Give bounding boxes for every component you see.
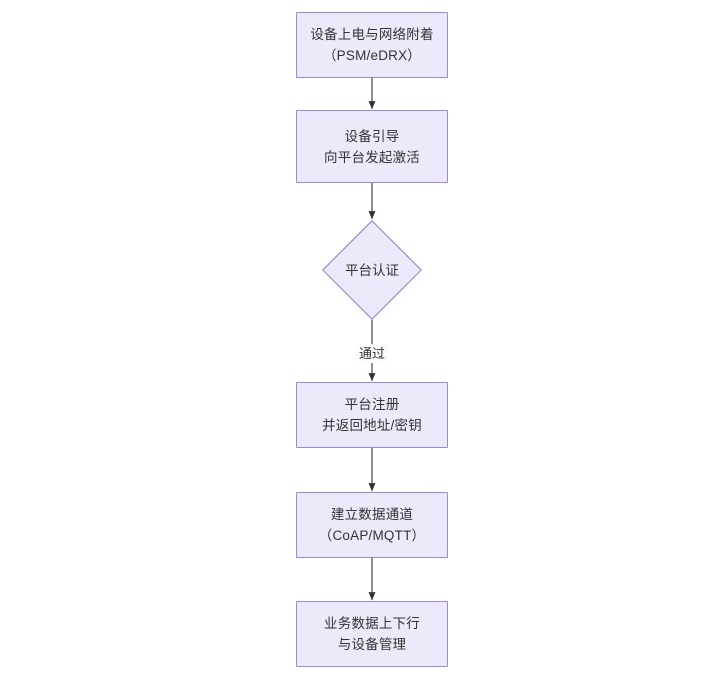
node-line: 与设备管理: [337, 637, 407, 652]
node-line: 并返回地址/密钥: [322, 418, 422, 433]
node-line: 向平台发起激活: [324, 149, 420, 165]
node-line: 业务数据上下行: [324, 616, 420, 631]
node-line: （CoAP/MQTT）: [318, 528, 426, 543]
node-line: 平台注册: [344, 397, 400, 412]
node-establish-data-channel[interactable]: 建立数据通道 （CoAP/MQTT）: [296, 492, 448, 558]
node-line: 设备上电与网络附着: [310, 27, 434, 42]
diamond-shape-icon: [322, 220, 422, 320]
node-platform-authentication[interactable]: 平台认证: [322, 220, 422, 320]
node-line: 平台认证: [345, 262, 399, 278]
node-line: 建立数据通道: [330, 507, 414, 522]
node-business-data-and-device-management[interactable]: 业务数据上下行 与设备管理: [296, 601, 448, 667]
node-device-power-on[interactable]: 设备上电与网络附着 （PSM/eDRX）: [296, 12, 448, 78]
node-platform-registration[interactable]: 平台注册 并返回地址/密钥: [296, 382, 448, 448]
node-line: （PSM/eDRX）: [322, 48, 422, 63]
node-line: 设备引导: [344, 128, 400, 144]
edge-label-pass: 通过: [355, 344, 389, 363]
node-device-bootstrap[interactable]: 设备引导 向平台发起激活: [296, 110, 448, 183]
